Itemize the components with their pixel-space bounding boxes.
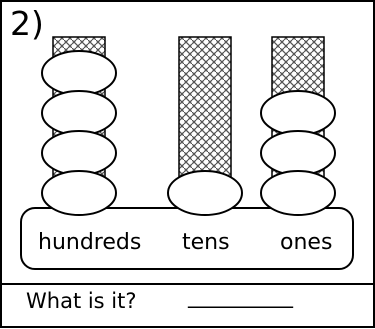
problem-number: 2): [10, 4, 44, 43]
column-label-ones: ones: [280, 230, 333, 255]
bead-hundreds-3: [41, 130, 117, 176]
bead-ones-1: [260, 90, 336, 136]
bead-ones-2: [260, 130, 336, 176]
bead-hundreds-4: [41, 170, 117, 216]
bead-hundreds-1: [41, 50, 117, 96]
column-label-hundreds: hundreds: [38, 230, 142, 255]
bead-tens-1: [167, 170, 243, 216]
answer-blank[interactable]: __________: [188, 284, 293, 308]
question-text: What is it?: [26, 289, 137, 313]
column-label-tens: tens: [182, 230, 230, 255]
bead-ones-3: [260, 170, 336, 216]
bead-hundreds-2: [41, 90, 117, 136]
